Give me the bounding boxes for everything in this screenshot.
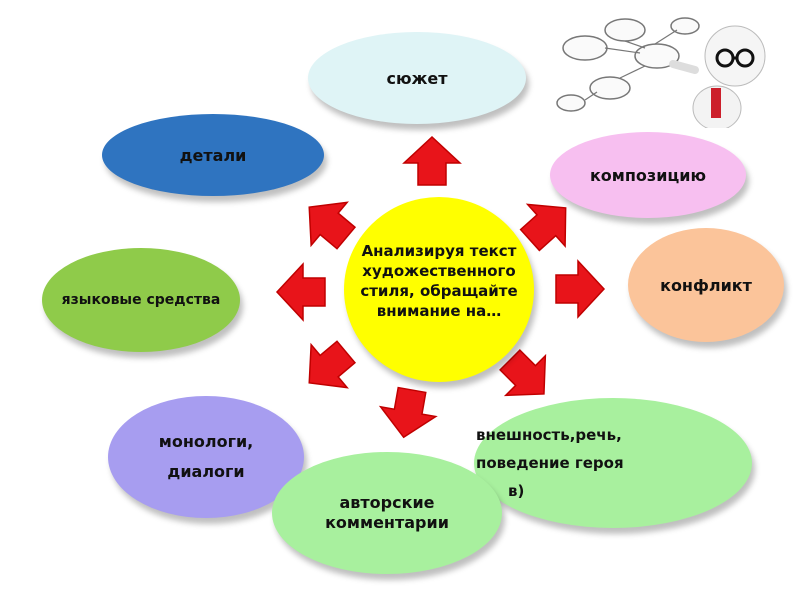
node-appearance-line-3: в)	[508, 482, 525, 500]
node-center-line-4: внимание на…	[376, 301, 502, 320]
node-details-label: детали	[179, 145, 247, 165]
node-monologues-line-2: диалоги	[167, 462, 245, 481]
node-center-line-3: стиля, обращайте	[360, 281, 518, 300]
node-monologues-line-1: монологи,	[158, 432, 254, 451]
node-appearance: внешность,речь, поведение героя в)	[474, 398, 752, 528]
node-details: детали	[102, 114, 324, 196]
arrow-to-language-means	[276, 263, 326, 321]
node-author-comments: авторские комментарии	[272, 452, 502, 574]
arrow-to-author-comments	[375, 384, 441, 443]
node-center: Анализируя текст художественного стиля, …	[344, 197, 534, 382]
node-plot-label: сюжет	[386, 68, 448, 88]
node-center-line-1: Анализируя текст	[361, 241, 517, 260]
node-center-line-2: художественного	[362, 261, 516, 280]
node-language-means-label: языковые средства	[61, 292, 221, 308]
arrow-to-conflict	[555, 260, 605, 318]
node-monologues: монологи, диалоги	[108, 396, 304, 518]
node-composition-label: композицию	[589, 165, 707, 185]
arrow-to-monologues	[290, 329, 365, 406]
node-language-means: языковые средства	[42, 248, 240, 352]
node-conflict-label: конфликт	[660, 275, 752, 295]
node-appearance-line-2: поведение героя	[476, 454, 624, 472]
node-appearance-line-1: внешность,речь,	[476, 426, 622, 444]
node-plot: сюжет	[308, 32, 526, 124]
node-conflict: конфликт	[628, 228, 784, 342]
arrow-to-plot	[403, 136, 461, 186]
node-author-comments-line-2: комментарии	[325, 513, 449, 532]
thinking-man-with-cloud-icon	[556, 17, 766, 128]
node-author-comments-line-1: авторские	[339, 493, 435, 512]
node-composition: композицию	[550, 132, 746, 218]
